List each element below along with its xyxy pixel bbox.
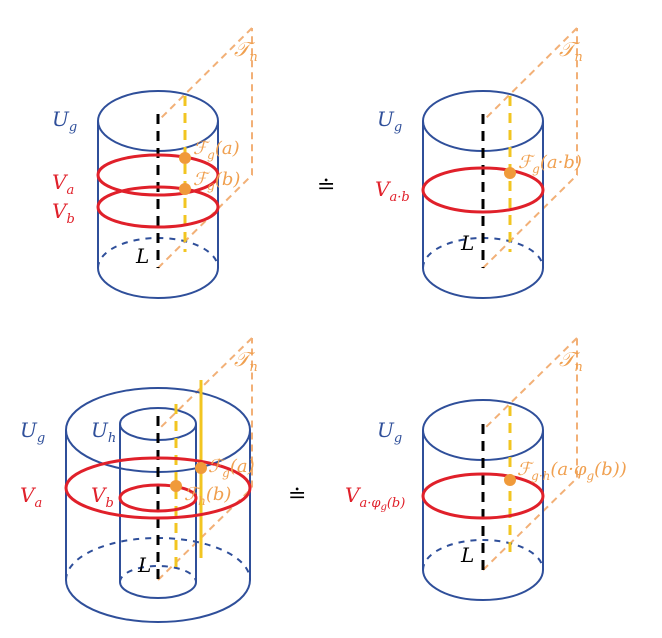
loop-vb	[96, 185, 220, 229]
loop-va-phi-label: Va·φg(b)	[345, 483, 405, 513]
cylinder-bottom-back	[422, 539, 544, 571]
sheet-label: 𝒯n	[559, 37, 583, 65]
outer-cylinder-label: Ug	[20, 418, 45, 446]
line-l-label: L	[137, 553, 151, 577]
point-fgh-label: ℱg·h(a·φg(b))	[517, 459, 627, 483]
equals-sign: ≐	[317, 174, 335, 199]
loop-va	[96, 153, 220, 197]
point-fgh	[504, 474, 516, 486]
equals-top: ≐	[317, 174, 335, 199]
panel-bottom-left: 𝒯n Ug Uh Va Vb ℱg(a) ℱh(b) L	[20, 337, 258, 623]
point-fg-a-label: ℱg(a)	[208, 456, 255, 480]
loop-va	[64, 456, 252, 520]
line-l-label: L	[460, 543, 474, 567]
cylinder-label: Ug	[52, 107, 77, 135]
loop-va-phi	[421, 472, 545, 520]
line-l-label: L	[460, 231, 474, 255]
inner-cylinder-label: Uh	[91, 418, 116, 446]
loop-vb	[118, 483, 198, 513]
point-fh-b-label: ℱh(b)	[184, 484, 231, 508]
sheet-tn	[157, 337, 253, 581]
panel-bottom-right: 𝒯n Ug Va·φg(b) ℱg·h(a·φg(b)) L	[345, 337, 627, 601]
loop-va-label: Va	[20, 483, 42, 511]
inner-cylinder-bottom-front	[119, 581, 197, 599]
point-fg-a	[179, 152, 191, 164]
sheet-tn	[482, 27, 578, 269]
point-fh-b	[170, 480, 182, 492]
loop-vb-label: Vb	[52, 199, 75, 227]
sheet-tn	[157, 27, 253, 269]
sheet-label: 𝒯n	[559, 347, 583, 375]
sheet-label: 𝒯n	[234, 347, 258, 375]
loop-va-label: Va	[52, 170, 74, 198]
cylinder-bottom-front	[97, 267, 219, 299]
equals-bottom: ≐	[288, 483, 306, 508]
sheet-tn	[482, 337, 578, 571]
point-fg-a	[195, 462, 207, 474]
line-l-label: L	[135, 244, 149, 268]
point-fg-ab	[504, 167, 516, 179]
cylinder-bottom-front	[422, 569, 544, 601]
outer-cylinder-bottom-front	[65, 579, 251, 623]
cylinder-label: Ug	[377, 107, 402, 135]
panel-top-right: 𝒯n Ug Va·b ℱg(a·b) L	[375, 27, 583, 299]
point-fg-b-label: ℱg(b)	[193, 169, 240, 193]
point-fg-b	[179, 183, 191, 195]
loop-vab	[421, 166, 545, 214]
equals-sign: ≐	[288, 483, 306, 508]
cylinder-label: Ug	[377, 418, 402, 446]
sheet-label: 𝒯n	[234, 37, 258, 65]
point-fg-a-label: ℱg(a)	[193, 138, 240, 162]
loop-vb-label: Vb	[91, 483, 114, 511]
cylinder-bottom-front	[422, 267, 544, 299]
loop-vab-label: Va·b	[375, 177, 410, 205]
panel-top-left: 𝒯n Ug Va Vb ℱg(a) ℱg(b) L	[52, 27, 258, 299]
point-fg-ab-label: ℱg(a·b)	[518, 152, 582, 176]
